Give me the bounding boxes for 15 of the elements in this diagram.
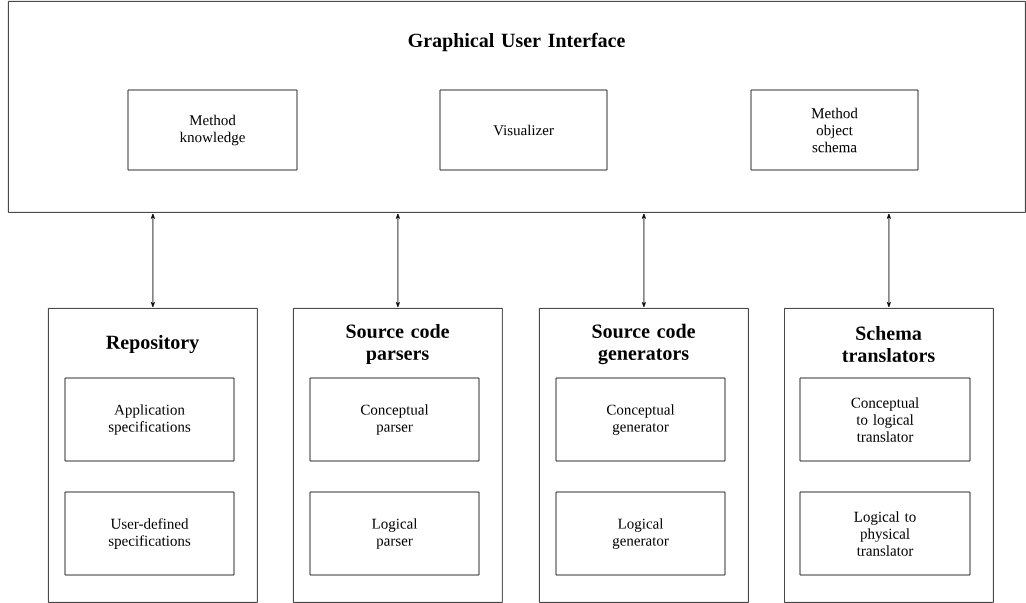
module-box: User-defined specifications [64,491,235,576]
module-box: Logical to physical translator [799,491,971,576]
module-box: Conceptual parser [309,377,480,462]
module-box: Method knowledge [127,89,298,171]
module-box: Method object schema [750,89,919,171]
module-box: Logical generator [555,491,726,576]
arrow [395,213,400,308]
module-box: Visualizer [439,89,608,171]
module-box: Logical parser [309,491,480,576]
module-box: Application specifications [64,377,235,462]
arrow [150,213,155,308]
arrow [886,213,891,308]
module-box: Conceptual generator [555,377,726,462]
module-box: Conceptual to logical translator [799,377,971,462]
arrow [641,213,646,308]
